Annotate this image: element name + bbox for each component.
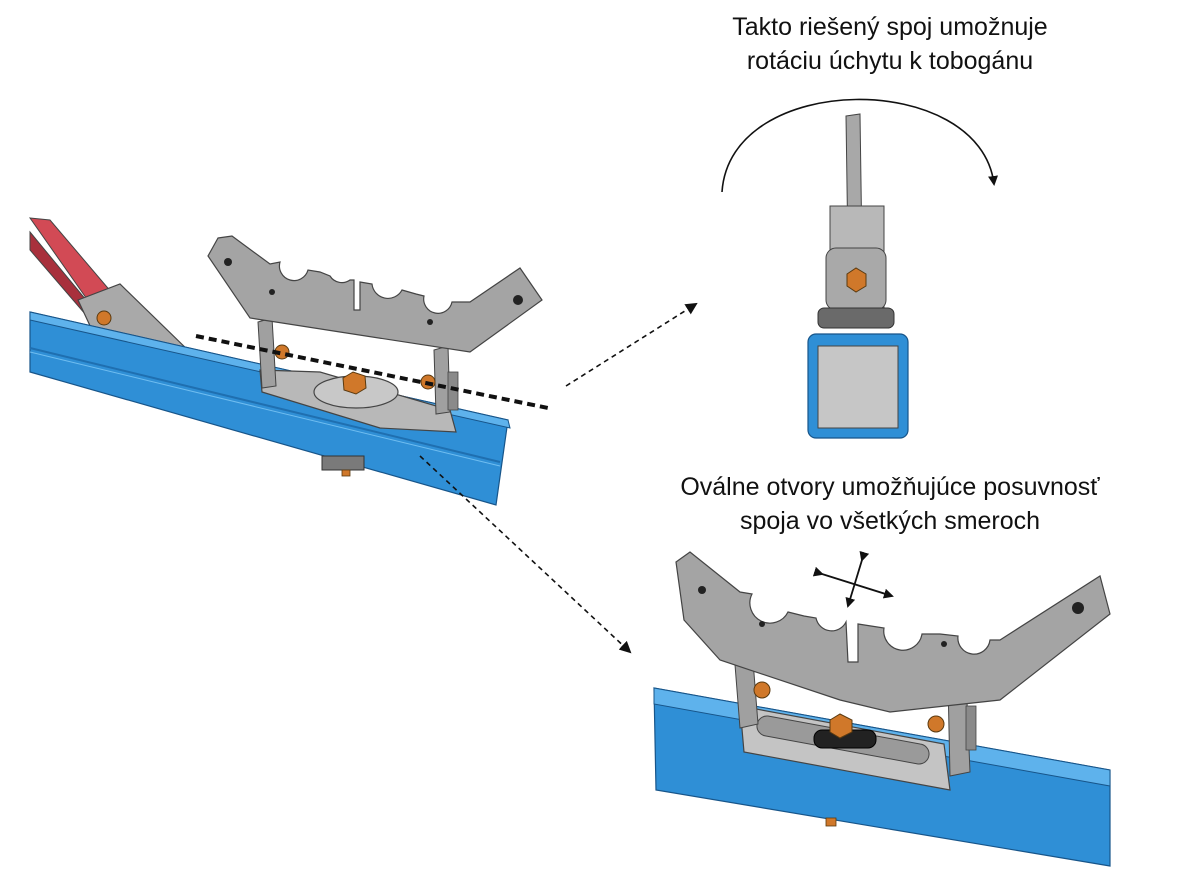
slots-caption-line2: spoja vo všetkých smeroch [739, 507, 1041, 535]
main-assembly [28, 217, 549, 506]
rotation-axis-line [195, 334, 549, 410]
center-nut [342, 371, 367, 395]
toothed-holder-plate [207, 235, 543, 353]
plate-hole [224, 258, 232, 266]
plate-hole [427, 319, 433, 325]
detail-plate-hole [941, 641, 947, 647]
rotation-arrow-icon [721, 98, 998, 193]
rotation-caption-line2: rotáciu úchytu k tobogánu [746, 47, 1034, 75]
slot-nut [829, 713, 853, 739]
move-arrows-icon [812, 550, 894, 608]
slots-caption: Oválne otvory umožňujúce posuvnosť spoja… [610, 470, 1170, 538]
dashed-pointer-arrow-icon [565, 302, 698, 387]
bottom-nut [321, 455, 365, 471]
slots-caption-line1: Oválne otvory umožňujúce posuvnosť [680, 473, 1100, 501]
pivot-nut [846, 267, 867, 293]
bottom-bolt-tip [341, 469, 351, 477]
slots-detail [653, 550, 1111, 867]
detail-plate-hole [759, 621, 765, 627]
bracket-bolt [96, 310, 112, 326]
dashed-pointer-arrow-icon [419, 455, 632, 654]
detail-plate-hole [1072, 602, 1084, 614]
rotation-caption-line1: Takto riešený spoj umožnuje [732, 13, 1048, 41]
plate-hole [269, 289, 275, 295]
detail-right-bolt [927, 715, 945, 733]
beam-section-inner [817, 345, 899, 429]
plate-hole [513, 295, 523, 305]
detail-right-serration [965, 705, 977, 751]
detail-bolt-tip [825, 817, 837, 827]
rotation-caption: Takto riešený spoj umožnuje rotáciu úchy… [640, 10, 1140, 78]
detail-toothed-plate [675, 551, 1111, 713]
detail-plate-hole [698, 586, 706, 594]
rotation-detail [721, 98, 998, 439]
base-washer [817, 307, 895, 329]
detail-left-bolt [753, 681, 771, 699]
